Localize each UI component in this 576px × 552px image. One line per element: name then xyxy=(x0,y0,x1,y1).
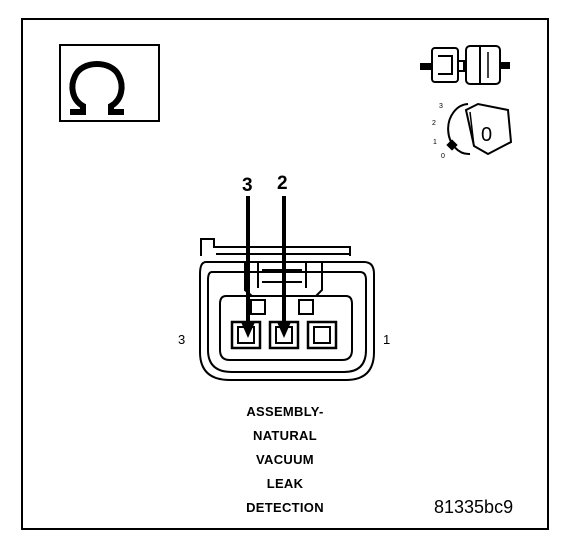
key-label: 0 xyxy=(481,124,492,146)
key-position-1: 1 xyxy=(433,139,437,146)
probe-label-2: 2 xyxy=(277,173,288,194)
disconnect-connector-icon xyxy=(420,45,510,85)
probe-pin-3 xyxy=(241,196,255,338)
ohmmeter-symbol-icon xyxy=(59,44,160,122)
pin-label-right: 1 xyxy=(383,332,391,347)
key-position-3: 3 xyxy=(439,103,443,110)
key-position-2: 2 xyxy=(432,120,436,127)
figure-id: 81335bc9 xyxy=(434,497,514,517)
title-line-3: VACUUM xyxy=(256,452,314,467)
connector-face xyxy=(199,238,375,381)
ignition-off-key-icon: 3 2 1 0 0 xyxy=(432,102,513,160)
title-line-2: NATURAL xyxy=(253,428,317,443)
key-position-0: 0 xyxy=(441,153,445,160)
diagram-frame xyxy=(21,18,549,530)
probe-pin-2 xyxy=(277,196,291,338)
probe-label-3: 3 xyxy=(242,175,253,196)
terminal-cavity-1 xyxy=(306,320,338,350)
pin-label-left: 3 xyxy=(178,332,186,347)
title-line-5: DETECTION xyxy=(246,500,324,515)
title-line-1: ASSEMBLY- xyxy=(246,404,324,419)
title-line-4: LEAK xyxy=(266,476,304,491)
